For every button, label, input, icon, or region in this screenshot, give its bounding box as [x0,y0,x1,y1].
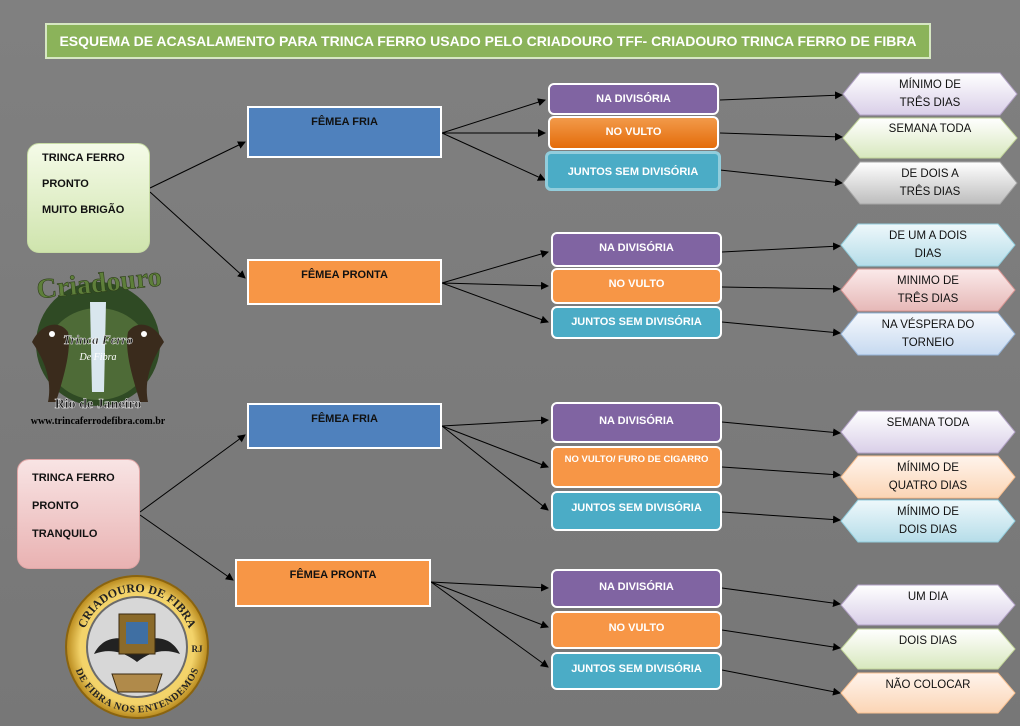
result-2a-2-text: MÍNIMO DE QUATRO DIAS [888,462,968,492]
option-2b-3: JUNTOS SEM DIVISÓRIA [551,652,722,690]
result-1b-2: MINIMO DE TRÊS DIAS [840,268,1016,312]
bird-box-2: TRINCA FERRO PRONTO TRANQUILO [17,459,140,569]
bird-box-1: TRINCA FERRO PRONTO MUITO BRIGÃO [27,143,150,253]
logo1-sub-text: De Fibra [79,352,117,363]
option-2b-1: NA DIVISÓRIA [551,569,722,608]
result-2b-2: DOIS DIAS [840,628,1016,670]
logo1-top-text: Criadouro [35,262,163,306]
bird-1-line-1: TRINCA FERRO [42,152,125,164]
option-1b-3: JUNTOS SEM DIVISÓRIA [551,306,722,339]
result-1b-1: DE UM A DOIS DIAS [840,223,1016,267]
result-1a-3: DE DOIS A TRÊS DIAS [842,161,1018,205]
result-1a-2: SEMANA TODA [842,117,1018,159]
result-1b-2-text: MINIMO DE TRÊS DIAS [897,275,959,305]
criadouro-logo: Criadouro Trinca Ferro De Fibra Rio de J… [12,261,184,430]
result-1b-1-text: DE UM A DOIS DIAS [889,230,967,260]
result-2a-2: MÍNIMO DE QUATRO DIAS [840,455,1016,499]
option-1a-2: NO VULTO [548,116,719,150]
option-2a-2: NO VULTO/ FURO DE CIGARRO [551,446,722,488]
logo1-center-text: Trinca Ferro [63,332,133,347]
logo1-url-text: www.trincaferrodefibra.com.br [31,416,166,427]
option-1b-2: NO VULTO [551,268,722,304]
result-1a-3-text: DE DOIS A TRÊS DIAS [899,168,961,198]
female-box-1b: FÊMEA PRONTA [247,259,442,305]
result-1b-3: NA VÉSPERA DO TORNEIO [840,312,1016,356]
bird-2-line-1: TRINCA FERRO [32,472,115,484]
result-2a-1-text: SEMANA TODA [886,417,970,429]
result-1a-1-text: MÍNIMO DE TRÊS DIAS [899,79,961,109]
result-2a-3-text: MÍNIMO DE DOIS DIAS [897,506,959,536]
result-1a-2-text: SEMANA TODA [888,123,972,135]
bird-1-line-3: MUITO BRIGÃO [42,204,125,216]
bird-1-line-2: PRONTO [42,178,89,190]
option-2b-2: NO VULTO [551,611,722,649]
result-2b-3-text: NÃO COLOCAR [885,679,971,691]
criadouro-de-fibra-seal: CRIADOURO DE FIBRA DE FIBRA NOS ENTENDEM… [64,574,210,720]
option-1a-3: JUNTOS SEM DIVISÓRIA [545,151,721,191]
result-2b-3: NÃO COLOCAR [840,672,1016,714]
result-2b-2-text: DOIS DIAS [898,635,958,647]
result-2b-1: UM DIA [840,584,1016,626]
result-2b-1-text: UM DIA [907,591,949,603]
result-2a-3: MÍNIMO DE DOIS DIAS [840,499,1016,543]
female-box-1a: FÊMEA FRIA [247,106,442,158]
result-1b-3-text: NA VÉSPERA DO TORNEIO [881,319,975,349]
seal-side-text: RJ [192,644,203,654]
option-2a-1: NA DIVISÓRIA [551,402,722,443]
option-1b-1: NA DIVISÓRIA [551,232,722,267]
female-box-2a: FÊMEA FRIA [247,403,442,449]
result-2a-1: SEMANA TODA [840,410,1016,454]
result-1a-1: MÍNIMO DE TRÊS DIAS [842,72,1018,116]
bird-2-line-2: PRONTO [32,500,79,512]
logo1-city-text: Rio de Janeiro [55,397,142,412]
option-1a-1: NA DIVISÓRIA [548,83,719,115]
diagram-title: ESQUEMA DE ACASALAMENTO PARA TRINCA FERR… [45,23,931,59]
female-box-2b: FÊMEA PRONTA [235,559,431,607]
option-2a-3: JUNTOS SEM DIVISÓRIA [551,491,722,531]
bird-2-line-3: TRANQUILO [32,528,98,540]
